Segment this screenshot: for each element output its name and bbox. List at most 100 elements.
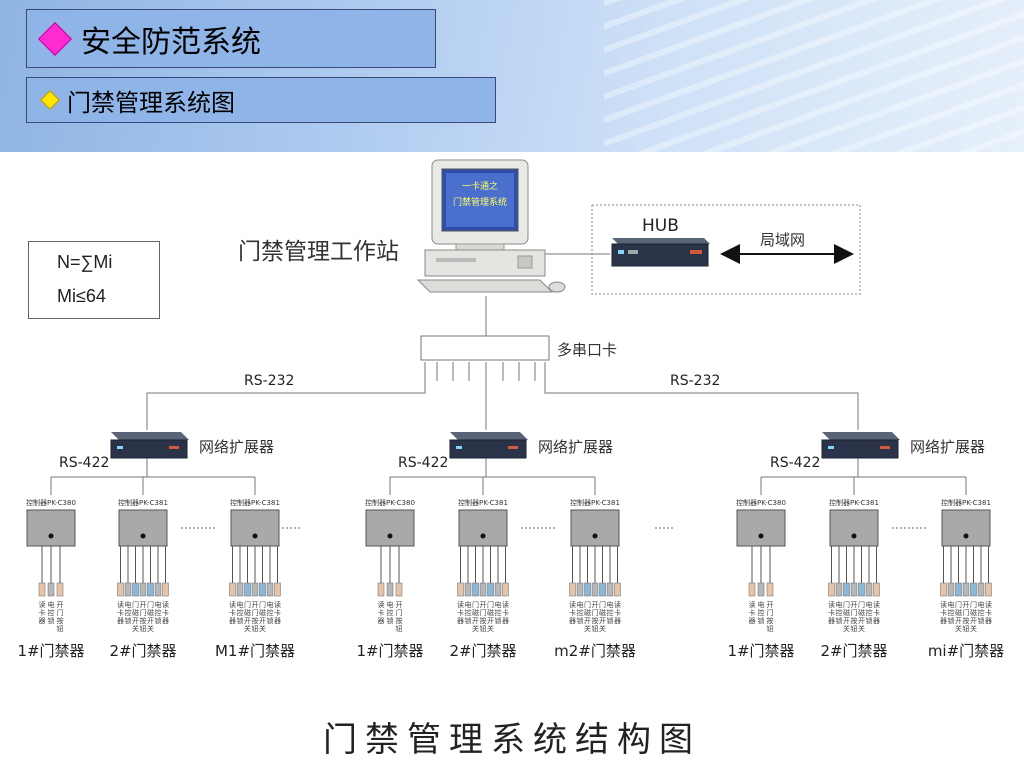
device-label-char: 读 <box>749 600 756 609</box>
screen-text-2: 门禁管理系统 <box>453 196 507 208</box>
device-icon <box>154 582 162 597</box>
device-label-char: 锁 <box>495 616 502 625</box>
device-label-char: 卡 <box>378 608 385 617</box>
formula-line-1: N=∑Mi <box>57 252 113 272</box>
device-label-char: 读 <box>940 600 947 609</box>
device-label-char: 锁 <box>836 616 843 625</box>
device-label-char: 卡 <box>828 608 835 617</box>
device-label-char: 门 <box>584 600 591 609</box>
expander-label: 网络扩展器 <box>199 438 274 456</box>
device-label-char: 卡 <box>117 608 124 617</box>
device-label-char: 门 <box>147 600 154 609</box>
device-label-char: 电 <box>577 600 584 609</box>
device-label-char: 器 <box>569 617 576 625</box>
device-label-char: 卡 <box>162 608 169 617</box>
device-label-char: 钮 <box>140 624 147 633</box>
device-label-char: 门 <box>140 608 147 617</box>
device-icon <box>244 582 251 597</box>
device-label-char: 电 <box>495 600 502 609</box>
device-label-char: 开 <box>851 601 858 609</box>
device-icon <box>147 582 154 597</box>
device-label-char: 磁 <box>259 608 266 617</box>
rs232-right-label: RS-232 <box>670 373 720 389</box>
rs422-label: RS-422 <box>59 455 109 471</box>
device-icon <box>386 582 394 597</box>
device-label-char: 控 <box>866 608 873 617</box>
device-label-char: 卡 <box>502 608 509 617</box>
device-label-char: 门 <box>970 600 977 609</box>
device-label-char: 开 <box>487 617 494 625</box>
device-label-char: 磁 <box>584 608 591 617</box>
device-label-char: 器 <box>378 617 385 625</box>
header-banner <box>0 0 1024 152</box>
device-icon <box>858 582 865 597</box>
expander-label: 网络扩展器 <box>538 438 613 456</box>
device-label-char: 控 <box>155 608 162 617</box>
device-label-char: 关 <box>147 624 154 633</box>
device-icon <box>940 582 947 597</box>
device-icon <box>124 582 132 597</box>
device-label-char: 卡 <box>457 608 464 617</box>
device-label-char: 电 <box>978 600 985 609</box>
device-label-char: 控 <box>978 608 985 617</box>
device-label-char: 门 <box>767 608 774 617</box>
device-label-char: 电 <box>607 600 614 609</box>
device-label-char: 门 <box>851 608 858 617</box>
device-label-char: 器 <box>457 617 464 625</box>
device-icon <box>843 582 850 597</box>
access-controller-name: 1#门禁器 <box>17 642 84 660</box>
access-controller-name: m2#门禁器 <box>554 642 636 660</box>
device-icon <box>599 582 606 597</box>
device-icon <box>236 582 244 597</box>
device-icon <box>494 582 502 597</box>
main-title-box: 安全防范系统 <box>26 9 436 68</box>
device-label-char: 钮 <box>252 624 259 633</box>
device-label-char: 器 <box>502 617 509 625</box>
access-controller-name: 2#门禁器 <box>109 642 176 660</box>
device-label-char: 读 <box>39 600 46 609</box>
device-label-char: 按 <box>851 616 858 625</box>
device-label-char: 钮 <box>480 624 487 633</box>
device-icon <box>947 582 955 597</box>
device-label-char: 开 <box>57 601 64 609</box>
device-label-char: 按 <box>592 616 599 625</box>
device-label-char: 开 <box>252 601 259 609</box>
device-icon <box>873 582 880 597</box>
device-label-char: 器 <box>940 617 947 625</box>
device-icon <box>395 582 403 597</box>
great-wall-watermark <box>604 0 1024 152</box>
device-label-char: 控 <box>125 608 132 617</box>
device-label-char: 磁 <box>132 608 139 617</box>
device-label-char: 读 <box>162 600 169 609</box>
device-label-char: 门 <box>487 600 494 609</box>
serial-card-box <box>420 335 550 361</box>
device-label-char: 关 <box>970 624 977 633</box>
device-label-char: 开 <box>140 601 147 609</box>
device-label-char: 锁 <box>978 616 985 625</box>
device-label-char: 开 <box>592 601 599 609</box>
device-label-char: 电 <box>155 600 162 609</box>
device-label-char: 锁 <box>48 616 55 625</box>
device-label-char: 关 <box>472 624 479 633</box>
controller-model-label: 控制器PK-C381 <box>230 498 280 507</box>
device-label-char: 磁 <box>472 608 479 617</box>
device-label-char: 卡 <box>39 608 46 617</box>
workstation-computer: 一卡通之 门禁管理系统 <box>416 159 566 293</box>
device-label-char: 器 <box>828 617 835 625</box>
device-label-char: 开 <box>767 601 774 609</box>
access-controller-name: M1#门禁器 <box>215 642 295 660</box>
device-icon <box>962 582 970 597</box>
device-label-char: 电 <box>758 600 765 609</box>
hub-device <box>611 238 710 267</box>
device-icon <box>865 582 873 597</box>
device-label-char: 关 <box>584 624 591 633</box>
device-label-char: 器 <box>162 617 169 625</box>
device-label-char: 钮 <box>57 624 64 633</box>
device-label-char: 控 <box>758 608 765 617</box>
device-icon <box>835 582 843 597</box>
hub-label: HUB <box>642 216 679 236</box>
